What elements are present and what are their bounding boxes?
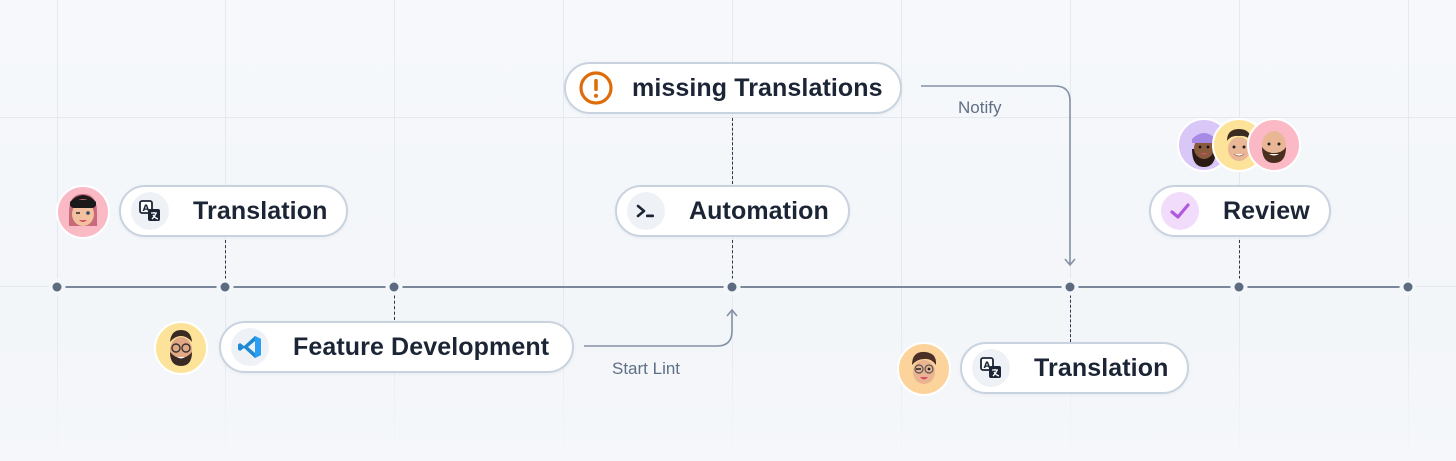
grid-line: [563, 0, 564, 461]
node-missing-translations[interactable]: missing Translations: [564, 62, 902, 114]
node-label: Review: [1223, 196, 1310, 225]
node-feature-development[interactable]: Feature Development: [219, 321, 574, 373]
timeline-dot: [1065, 282, 1075, 292]
node-translation[interactable]: A Translation: [119, 185, 348, 237]
translate-icon: A: [972, 349, 1010, 387]
node-review[interactable]: Review: [1149, 185, 1331, 237]
dashed-connector: [225, 240, 226, 284]
start-lint-label: Start Lint: [612, 359, 681, 378]
svg-text:A: A: [143, 204, 150, 214]
timeline-dot: [52, 282, 62, 292]
terminal-icon: [627, 192, 665, 230]
node-label: Automation: [689, 196, 829, 225]
grid-line: [394, 0, 395, 461]
timeline-dot: [389, 282, 399, 292]
dashed-connector: [732, 240, 733, 284]
node-translation-2[interactable]: A Translation: [960, 342, 1189, 394]
timeline-dot: [1403, 282, 1413, 292]
notify-label: Notify: [958, 98, 1002, 117]
dashed-connector: [732, 118, 733, 184]
translate-icon: A: [131, 192, 169, 230]
timeline-dot: [1234, 282, 1244, 292]
node-label: Translation: [193, 196, 328, 225]
grid-line: [901, 0, 902, 461]
node-automation[interactable]: Automation: [615, 185, 850, 237]
dashed-connector: [394, 290, 395, 320]
avatar-pink-woman-wink: [56, 185, 110, 239]
vscode-icon: [231, 328, 269, 366]
avatar-woman-purple-hat: [1177, 118, 1231, 172]
check-icon: [1161, 192, 1199, 230]
grid-line: [0, 117, 1456, 118]
avatar-glasses-man-wink: [897, 342, 951, 396]
node-label: missing Translations: [632, 73, 883, 102]
grid-line: [1408, 0, 1409, 461]
svg-text:A: A: [984, 361, 991, 371]
timeline-dot: [220, 282, 230, 292]
timeline-dot: [727, 282, 737, 292]
avatar-bearded-glasses-man: [154, 321, 208, 375]
avatar-bald-bearded-man: [1247, 118, 1301, 172]
dashed-connector: [1239, 240, 1240, 284]
dashed-connector: [1070, 290, 1071, 342]
warning-icon: [578, 69, 614, 107]
grid-line: [57, 0, 58, 461]
node-label: Translation: [1034, 353, 1169, 382]
node-label: Feature Development: [293, 332, 550, 361]
